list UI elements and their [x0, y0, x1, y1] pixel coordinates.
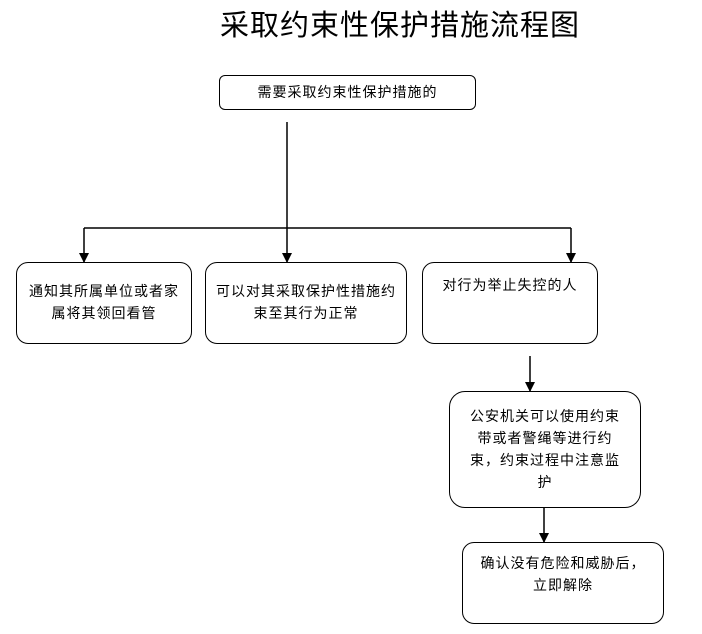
- node-start: 需要采取约束性保护措施的: [219, 75, 476, 110]
- node-notify: 通知其所属单位或者家属将其领回看管: [16, 262, 192, 344]
- node-restraint: 公安机关可以使用约束带或者警绳等进行约束，约束过程中注意监护: [449, 391, 641, 508]
- node-lost-control: 对行为举止失控的人: [422, 262, 598, 344]
- diagram-title: 采取约束性保护措施流程图: [219, 8, 580, 42]
- node-release: 确认没有危险和威胁后，立即解除: [462, 542, 664, 624]
- node-protect: 可以对其采取保护性措施约束至其行为正常: [205, 262, 407, 344]
